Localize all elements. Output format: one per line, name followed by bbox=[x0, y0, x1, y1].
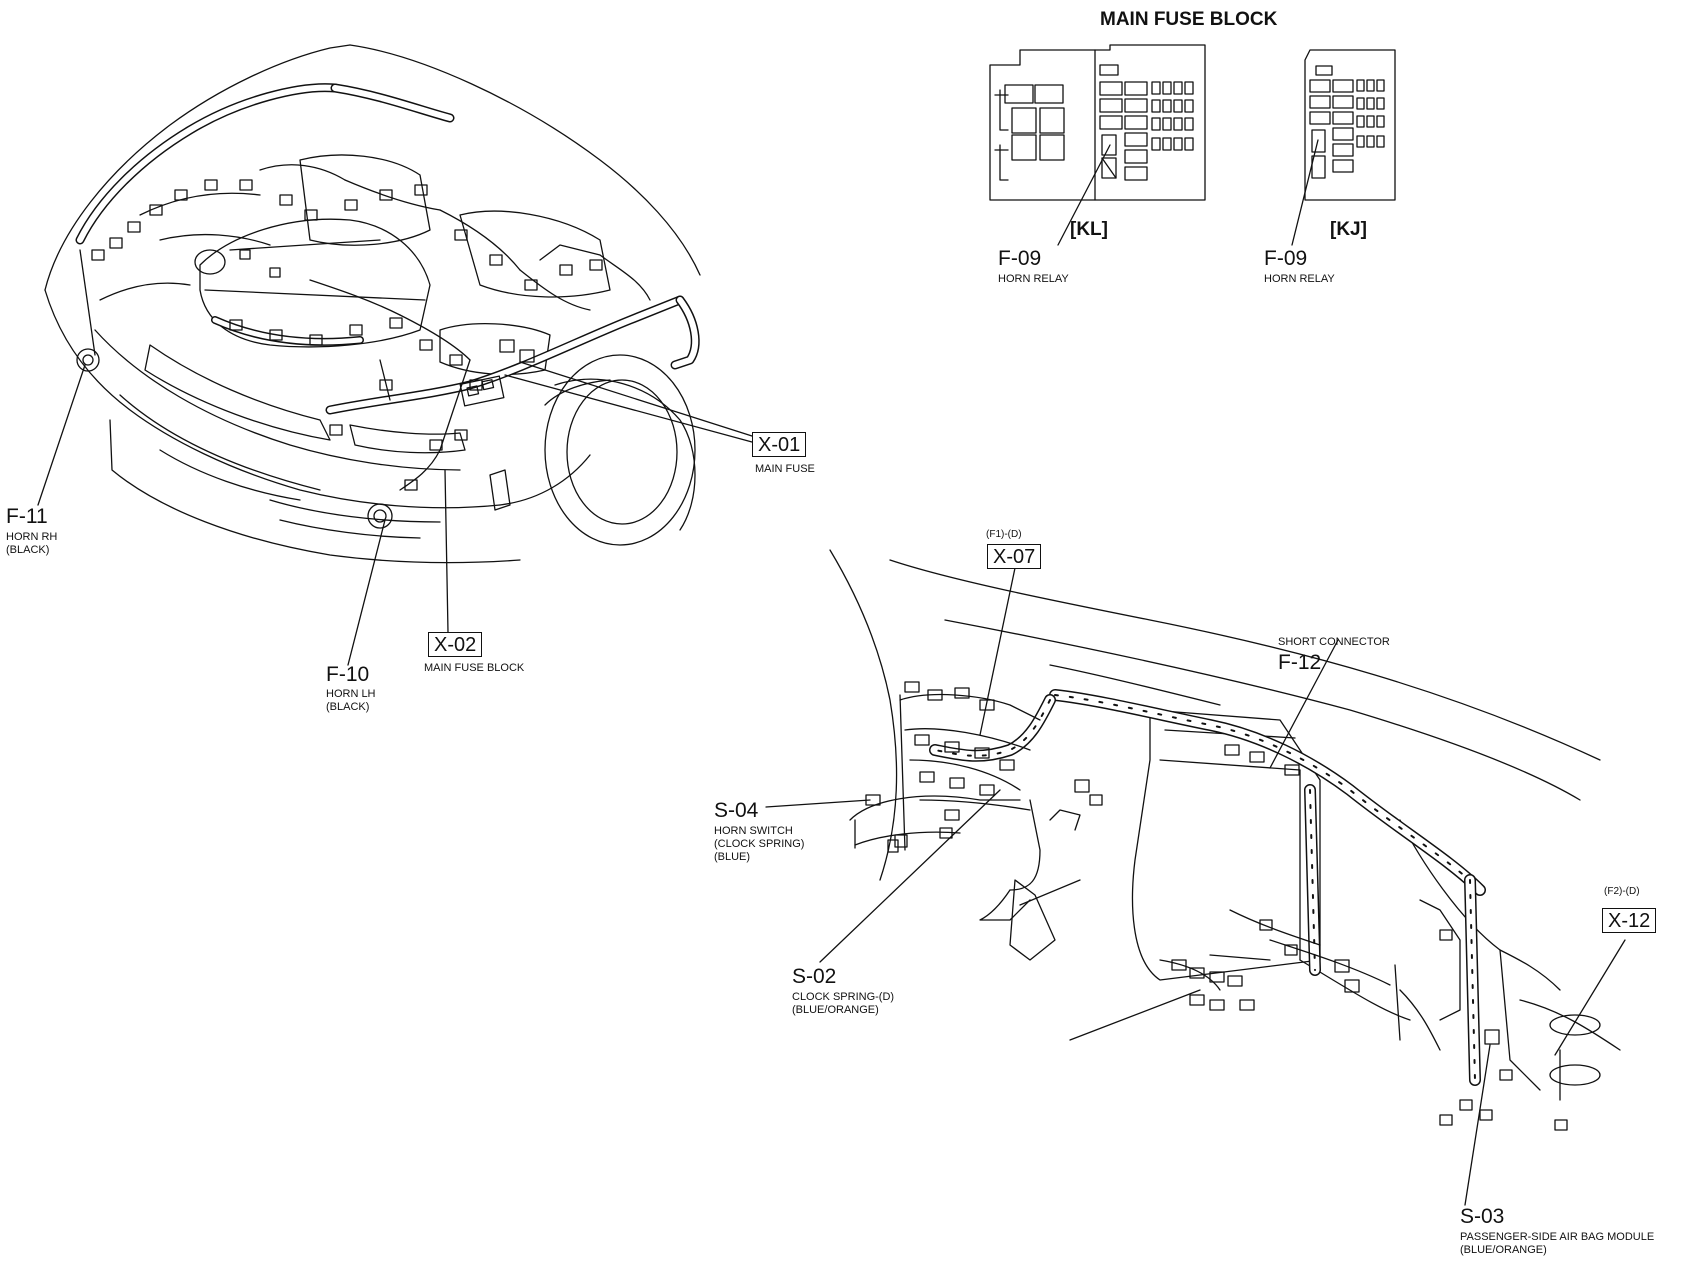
s04-desc-line2: (CLOCK SPRING) bbox=[714, 838, 805, 850]
s04-desc-line1: HORN SWITCH bbox=[714, 825, 793, 837]
f10-desc-line2: (BLACK) bbox=[326, 701, 370, 713]
fuse-block-kj-drawing bbox=[1291, 49, 1396, 246]
x07-ref: (F1)-(D) bbox=[986, 529, 1022, 540]
f09-kl-code: F-09 bbox=[998, 247, 1042, 270]
f12-title: SHORT CONNECTOR bbox=[1278, 636, 1390, 648]
s02-code: S-02 bbox=[792, 965, 837, 988]
s03-desc-line2: (BLUE/ORANGE) bbox=[1460, 1244, 1547, 1256]
variant-kl-label: [KL] bbox=[1070, 219, 1108, 240]
x07-code: X-07 bbox=[987, 544, 1042, 569]
engine-leader-lines bbox=[37, 361, 753, 666]
x02-code: X-02 bbox=[428, 632, 483, 657]
s02-desc-line2: (BLUE/ORANGE) bbox=[792, 1004, 879, 1016]
vehicle-front-illustration bbox=[44, 44, 701, 564]
f09-kj-code: F-09 bbox=[1264, 247, 1308, 270]
f11-code: F-11 bbox=[6, 505, 48, 528]
dash-leader-lines bbox=[765, 567, 1626, 1206]
x02-desc: MAIN FUSE BLOCK bbox=[424, 662, 525, 674]
f11-desc-line2: (BLACK) bbox=[6, 544, 50, 556]
s03-code: S-03 bbox=[1460, 1205, 1505, 1228]
x12-code: X-12 bbox=[1602, 908, 1657, 933]
dashboard-illustration bbox=[829, 549, 1621, 1131]
x01-desc: MAIN FUSE bbox=[755, 463, 815, 475]
x12-ref: (F2)-(D) bbox=[1604, 886, 1640, 897]
s04-desc-line3: (BLUE) bbox=[714, 851, 751, 863]
f11-desc-line1: HORN RH bbox=[6, 531, 58, 543]
fuse-block-kl-drawing bbox=[989, 44, 1206, 246]
s03-desc-line1: PASSENGER-SIDE AIR BAG MODULE bbox=[1460, 1231, 1655, 1243]
f10-desc-line1: HORN LH bbox=[326, 688, 376, 700]
variant-kj-label: [KJ] bbox=[1330, 219, 1367, 240]
f12-code: F-12 bbox=[1278, 651, 1322, 674]
f09-kj-desc: HORN RELAY bbox=[1264, 273, 1335, 285]
f10-code: F-10 bbox=[326, 663, 370, 686]
s04-code: S-04 bbox=[714, 799, 759, 822]
fuse-block-title: MAIN FUSE BLOCK bbox=[1100, 9, 1278, 30]
s02-desc-line1: CLOCK SPRING-(D) bbox=[792, 991, 895, 1003]
f09-kl-desc: HORN RELAY bbox=[998, 273, 1069, 285]
x01-code: X-01 bbox=[752, 432, 807, 457]
